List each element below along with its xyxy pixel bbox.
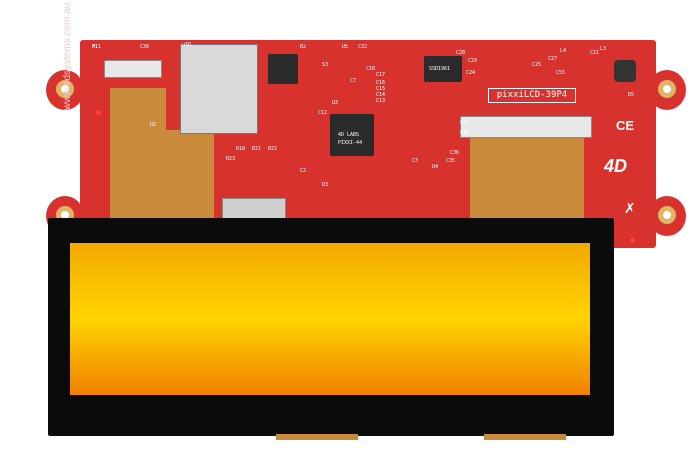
flex-connector-top (104, 60, 162, 78)
usb-connector (222, 198, 286, 220)
chip-driver: SSD1961 (424, 56, 462, 82)
silkscreen-designator: C34 (460, 130, 470, 136)
chip-driver-label: SSD1961 (429, 66, 451, 72)
silkscreen-designator: R22 (268, 146, 278, 152)
flex-cable-left-wide (110, 130, 214, 218)
silkscreen-designator: C30 (140, 44, 150, 50)
silkscreen-designator: C13 (376, 98, 386, 104)
silkscreen-designator: C55 (556, 70, 566, 76)
silkscreen-designator: C36 (450, 150, 460, 156)
silkscreen-designator: C16 (376, 80, 386, 86)
silkscreen-designator: U2 (150, 122, 157, 128)
silkscreen-designator: C15 (376, 86, 386, 92)
silkscreen-designator: U3 (332, 100, 339, 106)
silkscreen-designator: C27 (548, 56, 558, 62)
mount-hole (658, 80, 676, 98)
silkscreen-designator: R2 (300, 44, 307, 50)
website-silkscreen: www.4dsystems.com.au (62, 2, 73, 110)
silkscreen-designator: C14 (376, 92, 386, 98)
silkscreen-designator: uSD (182, 42, 192, 48)
inductor (614, 60, 636, 82)
silkscreen-designator: C25 (532, 62, 542, 68)
ce-mark: CE (616, 118, 635, 133)
lcd-foot-right (484, 434, 566, 440)
chip-main-model: PIXXI-44 (338, 140, 363, 146)
product-label: pixxiLCD-39P4 (488, 88, 576, 103)
silkscreen-designator: C31 (460, 120, 470, 126)
silkscreen-designator: R23 (226, 156, 236, 162)
sd-card-slot (180, 44, 258, 134)
power-led (96, 110, 101, 115)
silkscreen-designator: C29 (468, 58, 478, 64)
silkscreen-designator: C21 (590, 50, 600, 56)
mount-hole (658, 206, 676, 224)
weee-icon: ✗ (624, 200, 636, 216)
silkscreen-designator: C24 (466, 70, 476, 76)
silkscreen-designator: R21 (252, 146, 262, 152)
silkscreen-designator: C7 (350, 78, 357, 84)
chip-u2 (268, 54, 298, 84)
audio-waveform (75, 249, 581, 361)
lcd-screen (70, 243, 590, 395)
silkscreen-designator: S3 (322, 62, 329, 68)
silkscreen-designator: C12 (318, 110, 328, 116)
silkscreen-designator: C3 (412, 158, 419, 164)
silkscreen-designator: C18 (366, 66, 376, 72)
silkscreen-designator: C32 (358, 44, 368, 50)
silkscreen-designator: R10 (236, 146, 246, 152)
silkscreen-designator: L4 (560, 48, 567, 54)
chip-main-brand: 4D LABS (338, 132, 360, 138)
flex-cable-right (470, 138, 584, 218)
silkscreen-designator: U5 (342, 44, 349, 50)
silkscreen-designator: C28 (456, 50, 466, 56)
silkscreen-designator: U4 (432, 164, 439, 170)
silkscreen-designator: D5 (628, 92, 635, 98)
silkscreen-designator: C2 (300, 168, 307, 174)
silkscreen-designator: C17 (376, 72, 386, 78)
status-led (630, 238, 635, 243)
silkscreen-designator: X1 (92, 44, 99, 50)
silkscreen-designator: D3 (322, 182, 329, 188)
brand-logo: 4D (604, 156, 628, 176)
silkscreen-designator: C35 (446, 158, 456, 164)
silkscreen-designator: P11 (92, 44, 102, 50)
silkscreen-designator: L3 (600, 46, 607, 52)
flex-connector-right (460, 116, 592, 138)
chip-main: 4D LABS PIXXI-44 (330, 114, 374, 156)
lcd-foot-left (276, 434, 358, 440)
mount-hole (56, 80, 74, 98)
